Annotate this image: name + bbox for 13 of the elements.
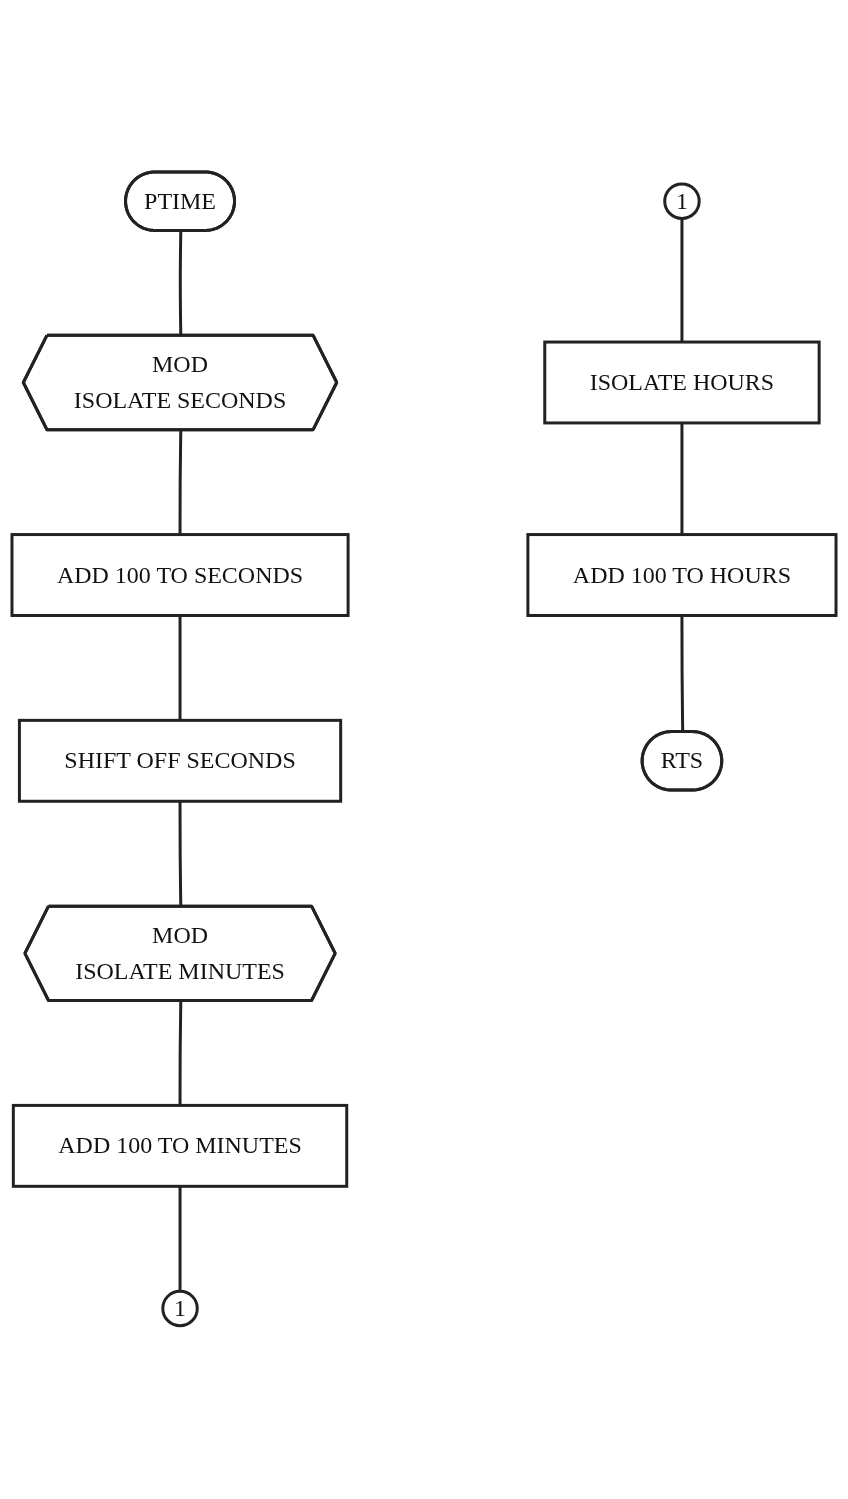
connector	[680, 423, 684, 535]
node-box: ADD 100 TO SECONDS	[10, 533, 350, 618]
connector	[178, 1186, 182, 1292]
node-circle: 1	[161, 1290, 199, 1328]
connector	[178, 1001, 183, 1106]
node-box: ADD 100 TO MINUTES	[11, 1104, 349, 1189]
connector	[680, 218, 684, 343]
node-box: SHIFT OFF SECONDS	[17, 719, 343, 804]
connector	[178, 615, 182, 721]
node-circle: 1	[663, 182, 701, 221]
node-box: ISOLATE HOURS	[543, 340, 821, 425]
node-box: ADD 100 TO HOURS	[526, 533, 838, 618]
connector	[178, 430, 183, 535]
